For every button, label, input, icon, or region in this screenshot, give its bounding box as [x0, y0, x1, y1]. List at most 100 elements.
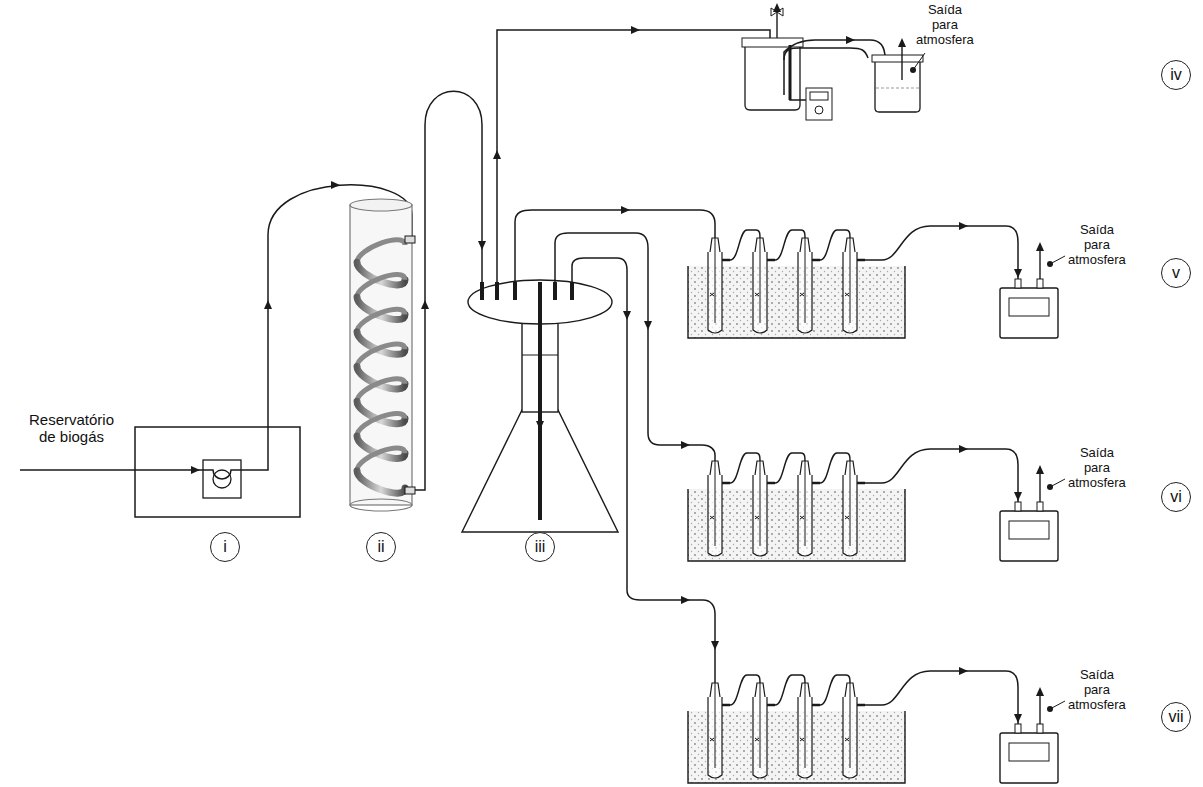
callout-circle: v: [1161, 258, 1191, 288]
leader-line: [913, 53, 925, 70]
outlet-label: Saída para atmosfera: [1066, 222, 1128, 269]
callout-circle: vii: [1161, 702, 1191, 732]
level-mark: [710, 516, 714, 519]
flow-arrowhead: [421, 300, 429, 309]
bottle-cap: [872, 55, 923, 62]
coil-winding-back: [357, 275, 405, 298]
side-arm: [722, 259, 730, 262]
impinger-stem: [760, 461, 761, 546]
side-arm: [767, 482, 775, 485]
flow-arrowhead: [773, 3, 781, 12]
meter-port: [1037, 279, 1043, 288]
flow-arrowhead: [621, 206, 630, 214]
side-arm: [812, 482, 820, 485]
coil-winding: [357, 471, 405, 494]
flow-arrowhead: [959, 667, 968, 675]
flow-arrowhead: [846, 36, 855, 44]
meter-port: [1037, 724, 1043, 733]
impinger-stem: [850, 238, 851, 323]
meter-display: [1009, 298, 1049, 316]
apparatus: [20, 3, 1065, 783]
coil-cylinder-bottom: [350, 499, 412, 511]
outlet-label: Saída para atmosfera: [914, 2, 976, 49]
meter-display: [1009, 521, 1049, 539]
pump-housing: [135, 427, 300, 517]
level-mark: [755, 516, 759, 519]
impinger-stem: [850, 461, 851, 546]
callout-number: iii: [535, 539, 546, 555]
level-mark: [710, 738, 714, 741]
gas-line: [784, 40, 885, 100]
flow-arrowhead: [959, 445, 968, 453]
liquid-level: [876, 88, 919, 89]
gas-line: [515, 210, 715, 285]
coil-winding-back: [357, 344, 405, 367]
callout-number: v: [1172, 265, 1180, 281]
impinger-stem: [715, 461, 716, 546]
flow-arrowhead: [898, 38, 906, 47]
coil-port: [405, 236, 415, 243]
level-mark: [710, 293, 714, 296]
coil-winding-back: [357, 379, 405, 402]
inlet-label: Reservatório de biogás: [22, 410, 121, 447]
level-mark: [800, 738, 804, 741]
meter-port: [1015, 724, 1021, 733]
gas-meter: [1000, 288, 1058, 338]
flow-arrowhead: [1014, 269, 1022, 278]
outlet-label: Saída para atmosfera: [1066, 445, 1128, 492]
impinger-stem: [760, 238, 761, 323]
impinger-stem: [805, 461, 806, 546]
level-mark: [845, 293, 849, 296]
stopper-tube: [480, 282, 484, 300]
callout-circle: vi: [1161, 482, 1191, 512]
impinger-stem: [760, 683, 761, 768]
probe: [789, 45, 792, 100]
impinger-stem: [850, 683, 851, 768]
flow-arrowhead: [191, 466, 200, 474]
flow-arrowhead: [493, 150, 501, 159]
callout-circle: iv: [1161, 60, 1191, 90]
meter-knob: [815, 106, 823, 114]
level-mark: [845, 738, 849, 741]
flow-arrowhead: [644, 321, 652, 330]
flow-arrowhead: [1036, 465, 1044, 474]
coil-cylinder-top: [350, 199, 412, 211]
impinger-stem: [715, 683, 716, 768]
meter-port: [1015, 279, 1021, 288]
impinger-stem: [805, 238, 806, 323]
flow-arrowhead: [681, 441, 690, 449]
flow-arrowhead: [623, 311, 631, 320]
gas-line: [865, 671, 1018, 725]
flow-arrowhead: [264, 300, 272, 309]
side-arm: [812, 704, 820, 707]
level-mark: [800, 516, 804, 519]
side-arm: [722, 482, 730, 485]
callout-circle: i: [210, 532, 240, 562]
flow-arrowhead: [536, 421, 544, 430]
flow-arrowhead: [1036, 242, 1044, 251]
callout-number: vii: [1168, 709, 1183, 725]
coil-winding-back: [357, 413, 405, 436]
gas-meter: [1000, 733, 1058, 783]
callout-circle: iii: [525, 532, 555, 562]
flow-arrowhead: [478, 241, 486, 250]
gas-line: [415, 91, 482, 490]
callout-number: i: [223, 539, 227, 555]
coil-winding-back: [357, 240, 405, 263]
coil-cylinder: [350, 205, 412, 505]
side-arm: [722, 704, 730, 707]
side-arm: [767, 259, 775, 262]
side-arm: [812, 259, 820, 262]
flow-arrowhead: [1014, 492, 1022, 501]
impinger-stem: [715, 238, 716, 323]
side-arm: [857, 482, 865, 485]
coil-port: [405, 487, 415, 494]
callout-number: ii: [377, 539, 384, 555]
flow-arrowhead: [711, 641, 719, 650]
sampling-bottle: [875, 60, 920, 112]
side-arm: [857, 704, 865, 707]
leader-line: [1050, 701, 1065, 709]
gas-line: [497, 30, 770, 285]
coil-winding-back: [357, 309, 405, 332]
